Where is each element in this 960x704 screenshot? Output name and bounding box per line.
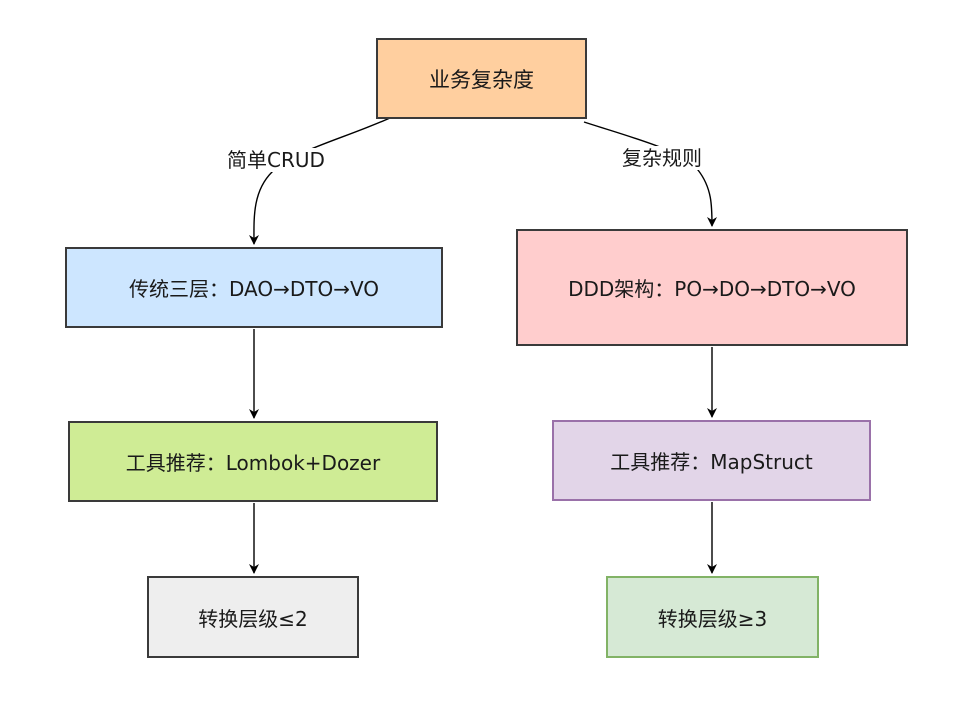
node-ddd-architecture: DDD架构：PO→DO→DTO→VO (516, 229, 908, 346)
node-tool-lombok-dozer: 工具推荐：Lombok+Dozer (68, 421, 438, 502)
node-conversion-levels-ge-3: 转换层级≥3 (606, 576, 819, 658)
edge-root-to-left (248, 117, 391, 245)
node-tool-mapstruct-label: 工具推荐：MapStruct (610, 450, 813, 474)
root-node-business-complexity: 业务复杂度 (376, 38, 587, 119)
node-ddd-architecture-label: DDD架构：PO→DO→DTO→VO (568, 277, 856, 301)
node-conversion-levels-le-2-label: 转换层级≤2 (198, 606, 308, 631)
edge-label-simple-crud: 简单CRUD (227, 148, 325, 172)
node-traditional-three-tier: 传统三层：DAO→DTO→VO (65, 247, 443, 328)
edge-root-to-right (583, 121, 717, 227)
node-conversion-levels-ge-3-label: 转换层级≥3 (657, 606, 768, 631)
node-conversion-levels-le-2: 转换层级≤2 (147, 576, 359, 658)
node-traditional-three-tier-label: 传统三层：DAO→DTO→VO (128, 277, 380, 301)
node-tool-lombok-dozer-label: 工具推荐：Lombok+Dozer (125, 451, 381, 475)
root-node-label: 业务复杂度 (429, 67, 534, 92)
edge-label-complex-rules: 复杂规则 (622, 146, 702, 170)
node-tool-mapstruct: 工具推荐：MapStruct (552, 420, 871, 501)
